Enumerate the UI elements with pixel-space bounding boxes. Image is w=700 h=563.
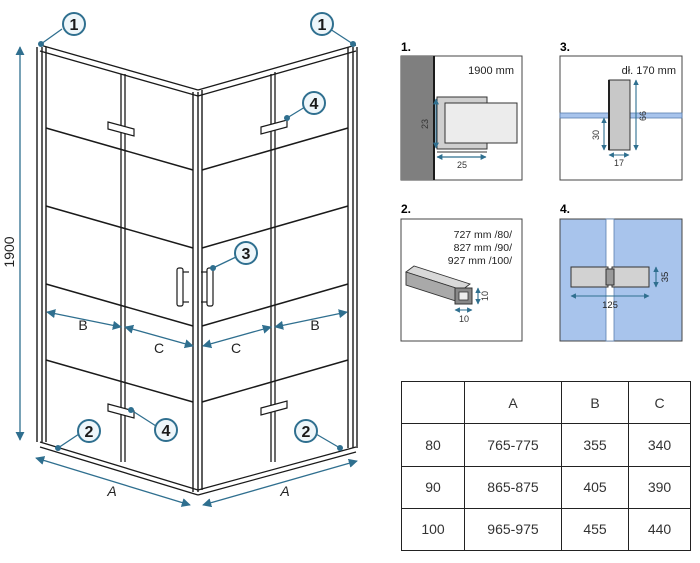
svg-text:3: 3 <box>242 246 251 263</box>
svg-text:2: 2 <box>85 424 94 441</box>
corner-post <box>192 90 203 492</box>
detail-4-hinge-right <box>611 266 650 288</box>
svg-text:1: 1 <box>70 17 79 34</box>
callout-4-bottom: 4 <box>154 418 178 442</box>
detail-3-width: 17 <box>614 158 624 168</box>
c-right-dimension-line <box>202 324 272 349</box>
left-wall-profile <box>36 47 47 442</box>
table-cell: 965-975 <box>464 507 562 552</box>
table-header-cell: C <box>628 380 691 425</box>
detail-4: 4. 125 35 <box>559 202 683 342</box>
detail-2-width: 10 <box>459 314 469 324</box>
table-cell: 340 <box>628 423 691 467</box>
right-grid-bars <box>201 127 349 403</box>
detail-1-height: 23 <box>420 119 430 129</box>
detail-3: 3. 66 30 17 dł. 170 mm <box>559 40 683 181</box>
handle-left-top <box>107 121 135 137</box>
callout-4-top: 4 <box>302 91 326 115</box>
table-header-cell <box>401 380 465 425</box>
b-left-dimension-line <box>46 309 122 330</box>
detail-3-lower: 30 <box>591 130 601 140</box>
dimension-labels: 1900 A A B B C C <box>1 236 320 499</box>
table-header-cell: B <box>561 380 629 425</box>
svg-text:4: 4 <box>310 96 319 113</box>
detail-2-length-80: 727 mm /80/ <box>454 229 512 241</box>
detail-3-title: 3. <box>560 40 570 54</box>
door-handle-right <box>201 267 214 307</box>
right-wall-profile <box>347 47 358 448</box>
handle-left-bottom <box>107 403 135 419</box>
b-right-dimension-line <box>274 309 348 330</box>
callout-2-right: 2 <box>294 419 318 443</box>
table-cell: 405 <box>561 465 629 509</box>
detail-3-total: 66 <box>638 111 648 121</box>
detail-3-length: dł. 170 mm <box>622 65 676 77</box>
c-right-label: C <box>231 340 241 356</box>
table-row: 90 865-875 405 390 <box>401 465 691 509</box>
detail-2-height: 10 <box>480 291 490 301</box>
door-edges <box>120 72 276 462</box>
enclosure-drawing <box>36 44 358 496</box>
b-right-label: B <box>310 317 319 333</box>
c-left-dimension-line <box>124 324 194 349</box>
door-handle-left <box>176 267 189 307</box>
table-header-row: A B C <box>401 380 691 425</box>
a-right-label: A <box>279 483 289 499</box>
detail-4-width: 125 <box>602 300 618 311</box>
table-header-cell: A <box>464 380 562 425</box>
table-cell: 390 <box>628 465 691 509</box>
detail-2-length-90: 827 mm /90/ <box>454 242 512 254</box>
svg-text:1: 1 <box>318 17 327 34</box>
detail-1: 1. 23 25 1900 mm <box>400 40 523 181</box>
table-cell: 80 <box>401 423 465 467</box>
detail-4-height: 35 <box>660 272 671 283</box>
handle-right-bottom <box>260 400 288 416</box>
svg-text:4: 4 <box>162 423 171 440</box>
detail-1-length: 1900 mm <box>468 65 514 77</box>
detail-4-title: 4. <box>560 202 570 216</box>
detail-1-width: 25 <box>457 160 467 170</box>
detail-1-title: 1. <box>401 40 411 54</box>
detail-4-hinge-left <box>570 266 609 288</box>
dimension-lines <box>15 46 358 508</box>
dimension-table: A B C 80 765-775 355 340 90 865-875 405 … <box>401 380 691 552</box>
right-frame <box>197 44 357 496</box>
detail-1-wall <box>401 56 434 180</box>
table-cell: 440 <box>628 507 691 552</box>
a-left-label: A <box>106 483 116 499</box>
callout-1-left: 1 <box>62 12 86 36</box>
b-left-label: B <box>78 317 87 333</box>
detail-2: 2. 727 mm /80/ 827 mm /90/ 927 mm /100/ … <box>400 202 523 342</box>
callouts: 1 1 4 3 4 2 2 <box>38 12 356 451</box>
a-left-dimension-line <box>35 456 191 507</box>
callout-2-left: 2 <box>77 419 101 443</box>
detail-3-bracket <box>608 79 631 151</box>
table-cell: 90 <box>401 465 465 509</box>
table-row: 80 765-775 355 340 <box>401 423 691 467</box>
table-cell: 355 <box>561 423 629 467</box>
svg-text:2: 2 <box>302 424 311 441</box>
handle-right-top <box>260 119 288 135</box>
table-cell: 100 <box>401 507 465 552</box>
table-cell: 455 <box>561 507 629 552</box>
c-left-label: C <box>154 340 164 356</box>
table-cell: 865-875 <box>464 465 562 509</box>
height-label: 1900 <box>1 236 17 267</box>
detail-2-title: 2. <box>401 202 411 216</box>
table-row: 100 965-975 455 440 <box>401 507 691 552</box>
callout-3: 3 <box>234 241 258 265</box>
a-right-dimension-line <box>202 458 358 508</box>
left-grid-bars <box>45 127 194 403</box>
detail-2-length-100: 927 mm /100/ <box>448 255 512 267</box>
callout-1-right: 1 <box>310 12 334 36</box>
table-cell: 765-775 <box>464 423 562 467</box>
